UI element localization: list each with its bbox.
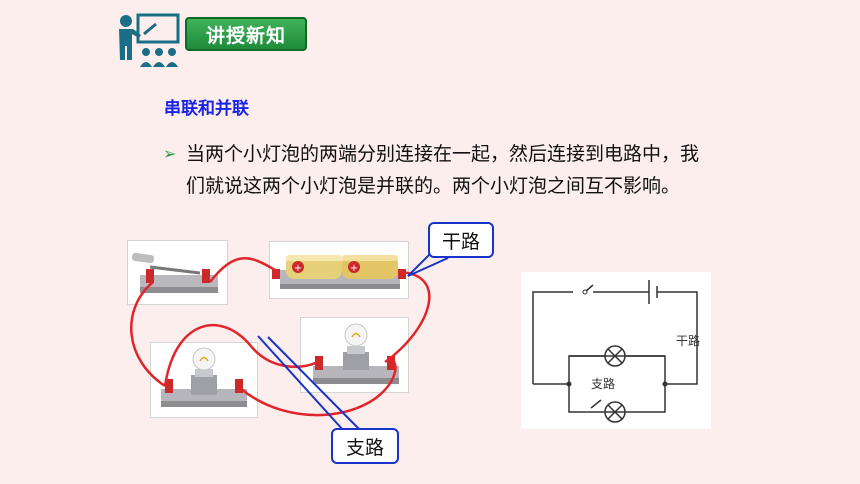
schematic-main-path-label: 干路 [676,334,701,348]
body-paragraph: 当两个小灯泡的两端分别连接在一起，然后连接到电路中，我们就说这两个小灯泡是并联的… [186,143,700,197]
section-title: 串联和并联 [164,99,249,119]
schematic-branch-label: 支路 [591,377,616,391]
battery-pack-photo: + + [269,241,409,299]
bullet-arrow-icon: ➢ [163,144,177,163]
switch-photo [127,240,228,305]
bulb-photo-left [150,342,258,418]
svg-text:+: + [294,263,302,274]
callout-main-path: 干路 [428,222,494,258]
section-badge: 讲授新知 [185,17,307,51]
callout-branch-path: 支路 [331,428,399,464]
svg-text:+: + [350,263,358,274]
teacher-presentation-icon [119,13,180,67]
bulb-photo-right [300,317,409,393]
parallel-circuit-schematic: 干路 支路 [521,272,711,429]
